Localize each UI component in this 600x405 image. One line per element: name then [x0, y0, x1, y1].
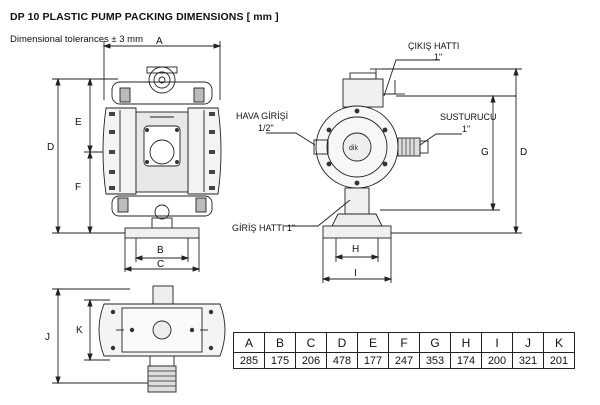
page-title: DP 10 PLASTIC PUMP PACKING DIMENSIONS [ … — [10, 11, 279, 23]
dimension-value: 478 — [326, 352, 358, 369]
muffler-label: SUSTURUCU — [440, 112, 497, 122]
dimension-value: 353 — [419, 352, 451, 369]
side-view: dik H I G — [266, 59, 527, 283]
tolerance-note: Dimensional tolerances ± 3 mm — [10, 34, 143, 45]
svg-text:dik: dik — [349, 145, 358, 152]
dimension-table-values-row: 285 175 206 478 177 247 353 174 200 321 … — [233, 352, 575, 369]
dim-label-d-side: D — [520, 147, 527, 158]
dimension-header: D — [326, 332, 358, 353]
dimension-value: 321 — [512, 352, 544, 369]
dimension-value: 177 — [357, 352, 389, 369]
dim-label-k: K — [76, 325, 83, 336]
dim-label-j: J — [45, 332, 50, 343]
inlet-label: GİRİŞ HATTI 1" — [232, 223, 295, 233]
dimension-header: C — [295, 332, 327, 353]
dim-label-b: B — [157, 245, 164, 256]
dimension-header: A — [233, 332, 265, 353]
dim-label-d-front: D — [47, 142, 54, 153]
dimension-header: I — [481, 332, 513, 353]
outlet-size-label: 1" — [434, 52, 442, 62]
dimension-table: A B C D E F G H I J K 285 175 206 478 17… — [233, 332, 575, 369]
front-view: A D E F — [47, 36, 222, 272]
top-view: J K — [45, 285, 226, 393]
dim-label-e: E — [75, 117, 82, 128]
dim-label-c: C — [157, 259, 164, 270]
dimension-header: E — [357, 332, 389, 353]
dimension-value: 175 — [264, 352, 296, 369]
dimension-header: B — [264, 332, 296, 353]
dimension-table-header-row: A B C D E F G H I J K — [233, 332, 575, 353]
dimension-value: 174 — [450, 352, 482, 369]
dimension-header: G — [419, 332, 451, 353]
outlet-label: ÇIKIŞ HATTI — [408, 41, 459, 51]
air-inlet-size-label: 1/2" — [258, 123, 274, 133]
dimension-value: 206 — [295, 352, 327, 369]
dim-label-g: G — [481, 147, 489, 158]
muffler-size-label: 1" — [462, 124, 470, 134]
dimension-value: 200 — [481, 352, 513, 369]
dimension-header: J — [512, 332, 544, 353]
dim-label-i: I — [354, 268, 357, 279]
dimension-header: K — [543, 332, 575, 353]
dimension-value: 247 — [388, 352, 420, 369]
dim-label-h: H — [352, 244, 359, 255]
dimension-header: F — [388, 332, 420, 353]
dimension-header: H — [450, 332, 482, 353]
air-inlet-label: HAVA GİRİŞİ — [236, 111, 288, 121]
dimension-value: 201 — [543, 352, 575, 369]
dim-label-f: F — [75, 182, 81, 193]
dim-label-a: A — [156, 36, 163, 47]
dimension-value: 285 — [233, 352, 265, 369]
